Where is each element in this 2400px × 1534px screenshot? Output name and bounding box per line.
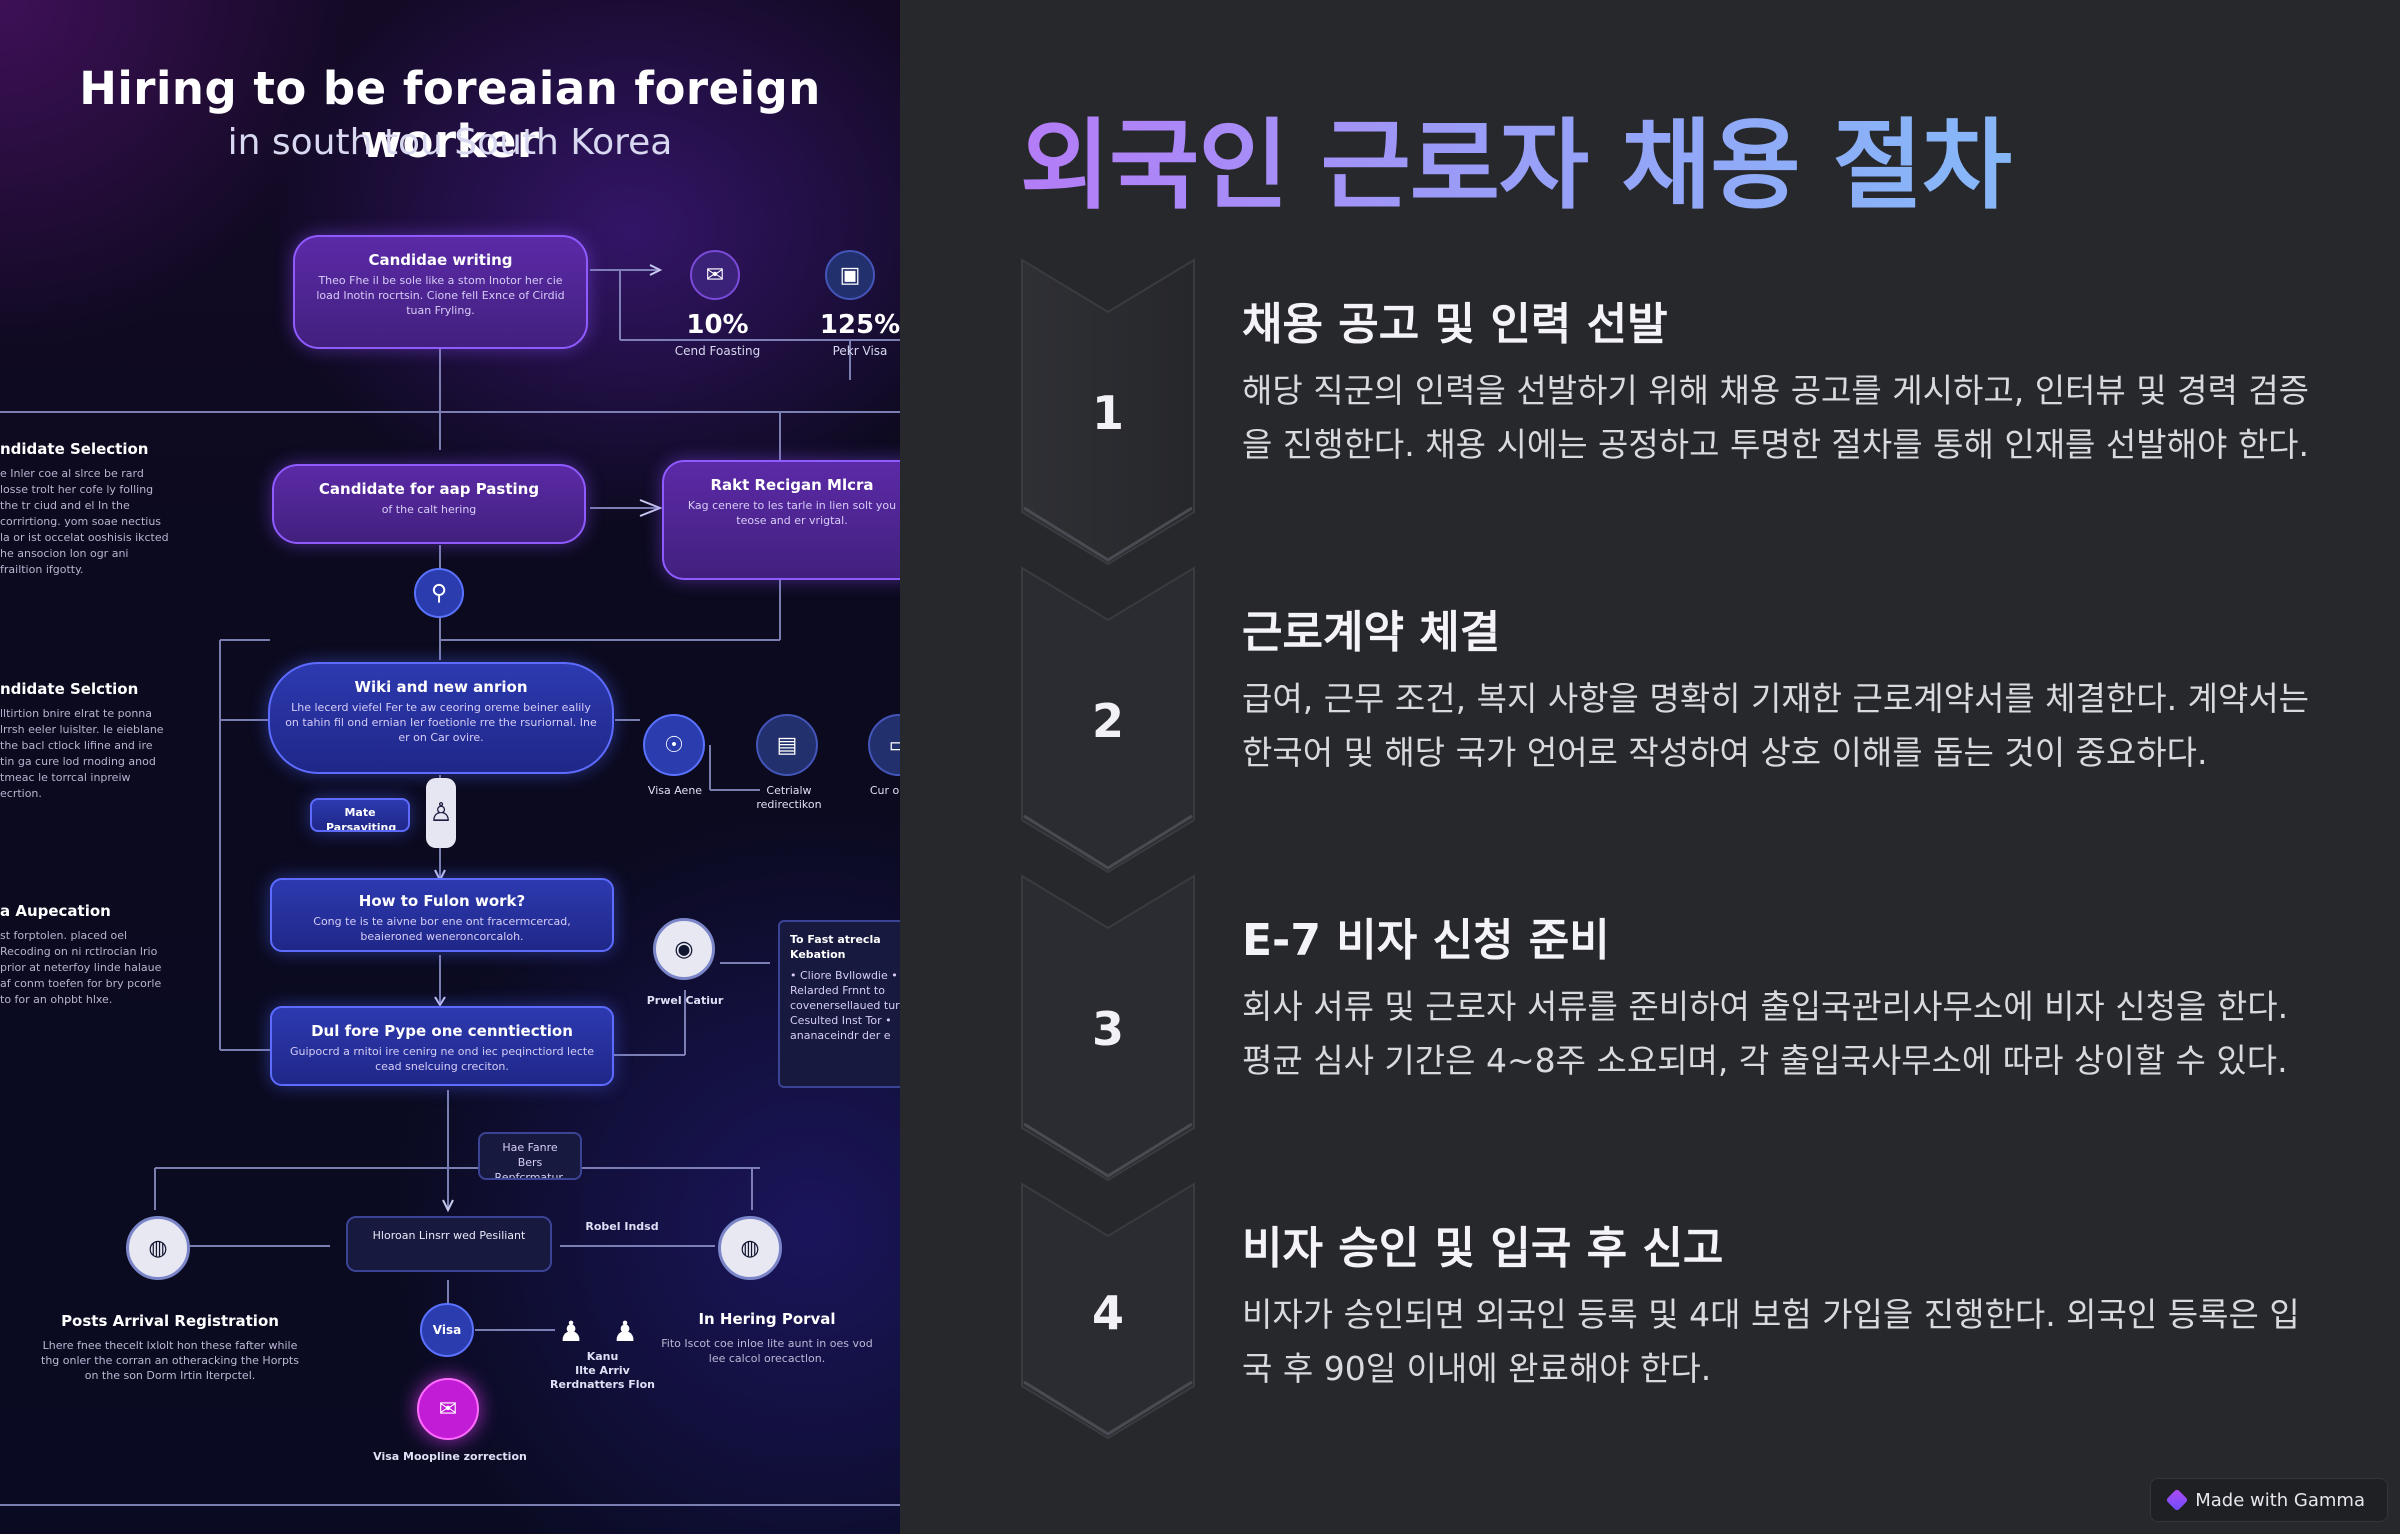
step-description: 회사 서류 및 근로자 서류를 준비하여 출입국관리사무소에 비자 신청을 한다… — [1242, 987, 2289, 1080]
visa-icon: ☉ — [643, 714, 705, 776]
step-number: 1 — [1091, 386, 1124, 440]
made-with-gamma-badge[interactable]: Made with Gamma — [2150, 1478, 2388, 1522]
step-number: 4 — [1091, 1286, 1124, 1340]
document-icon: ✉ — [690, 250, 740, 300]
person-a-icon: ♟ — [558, 1314, 584, 1348]
mail-icon: ✉ — [417, 1378, 479, 1440]
node-mate: Mate Parsaviting — [310, 798, 410, 832]
step-title: 비자 승인 및 입국 후 신고 — [1242, 1223, 1724, 1274]
icon-label-cur: Cur on — [869, 784, 900, 797]
step-title: 채용 공고 및 인력 선발 — [1242, 299, 1668, 350]
step-title: E-7 비자 신청 준비 — [1242, 915, 1610, 966]
visa-pill-icon: Visa — [420, 1303, 474, 1357]
node-candidate-posting: Candidate for aap Pasting of the calt he… — [272, 464, 586, 544]
infographic-subtitle: in south tou South Korea — [227, 122, 673, 163]
infographic-connectors — [0, 264, 900, 1506]
passport-icon: ▣ — [825, 250, 875, 300]
chevron-shape — [1020, 566, 1196, 876]
certificate-icon: ▤ — [756, 714, 818, 776]
step-number: 3 — [1091, 1002, 1124, 1056]
prwel-label: Prwel Catiur — [646, 994, 724, 1007]
stat-1: 10% Cend Foasting — [674, 310, 761, 358]
icon-label-visa: Visa Aene — [647, 784, 703, 797]
visa-bottom-caption: Visa Moopline zorrection — [373, 1450, 527, 1463]
figure-icon: ♙ — [426, 778, 456, 848]
avatar-left-icon: ◍ — [126, 1216, 190, 1280]
step-title: 근로계약 체결 — [1242, 607, 1501, 658]
officer-icon: ◉ — [653, 918, 715, 980]
avatar-right-icon: ◍ — [718, 1216, 782, 1280]
node-card-right: To Fast atrecla Kebation • Cliore Bvllow… — [778, 920, 900, 1088]
side-text-2: ndidate Selction lltirtion bnire elrat t… — [0, 680, 164, 800]
gamma-logo-icon — [2165, 1488, 2189, 1512]
content-panel: 외국인 근로자 채용 절차 1 채용 공고 및 인력 선발 해당 직군의 인력을… — [900, 0, 2400, 1534]
step-3: 3 E-7 비자 신청 준비 회사 서류 및 근로자 서류를 준비하여 출입국관… — [1020, 874, 2320, 1184]
step-description: 급여, 근무 조건, 복지 사항을 명확히 기재한 근로계약서를 체결한다. 계… — [1242, 679, 2310, 772]
step-description: 비자가 승인되면 외국인 등록 및 4대 보험 가입을 진행한다. 외국인 등록… — [1242, 1295, 2300, 1388]
infographic-image: Hiring to be foreaian foreign worker in … — [0, 0, 900, 1534]
step-number: 2 — [1091, 694, 1124, 748]
node-wiki: Wiki and new anrion Lhe lecerd viefel Fe… — [268, 662, 614, 774]
stat-2: 125% Pekr Visa — [819, 310, 900, 358]
step-2: 2 근로계약 체결 급여, 근무 조건, 복지 사항을 명확히 기재한 근로계약… — [1020, 566, 2320, 876]
node-human: Hloroan Linsrr wed Pesiliant — [346, 1216, 552, 1272]
side-text-1: ndidate Selection e Inler coe al slrce b… — [0, 440, 169, 576]
inhering-caption: In Hering Porval Fito Iscot coe inloe li… — [661, 1310, 873, 1365]
infographic-title: Hiring to be foreaian foreign worker — [79, 62, 821, 168]
step-1: 1 채용 공고 및 인력 선발 해당 직군의 인력을 선발하기 위해 채용 공고… — [1020, 258, 2320, 568]
node-candidate-writing: Candidae writing Theo Fhe il be sole lik… — [293, 235, 588, 349]
chevron-shape — [1020, 258, 1196, 568]
arrival-caption: Posts Arrival Registration Lhere fnee th… — [41, 1312, 299, 1382]
side-text-3: a Aupecation st forptolen. placed oel Re… — [0, 902, 162, 1006]
person-b-icon: ♟ — [612, 1314, 638, 1348]
chevron-shape — [1020, 874, 1196, 1184]
node-howto: How to Fulon work? Cong te is te aivne b… — [270, 878, 614, 952]
step-description: 해당 직군의 인력을 선발하기 위해 채용 공고를 게시하고, 인터뷰 및 경력… — [1242, 371, 2310, 464]
page-title: 외국인 근로자 채용 절차 — [1020, 86, 2012, 228]
step-4: 4 비자 승인 및 입국 후 신고 비자가 승인되면 외국인 등록 및 4대 보… — [1020, 1182, 2320, 1442]
chevron-shape — [1020, 1182, 1196, 1442]
node-dulfore: Dul fore Pype one cenntiection Guipocrd … — [270, 1006, 614, 1086]
icon-label-cetrialw: Cetrialw redirectikon — [756, 784, 822, 811]
badge-label: Made with Gamma — [2195, 1489, 2365, 1511]
person-icon: ⚲ — [414, 568, 464, 618]
robot-label: Robel Indsd — [585, 1220, 659, 1233]
node-right: Rakt Recigan Mlcra Kag cenere to les tar… — [662, 460, 900, 580]
node-hae: Hae Fanre Bers Repfcrmatur. — [478, 1132, 582, 1180]
